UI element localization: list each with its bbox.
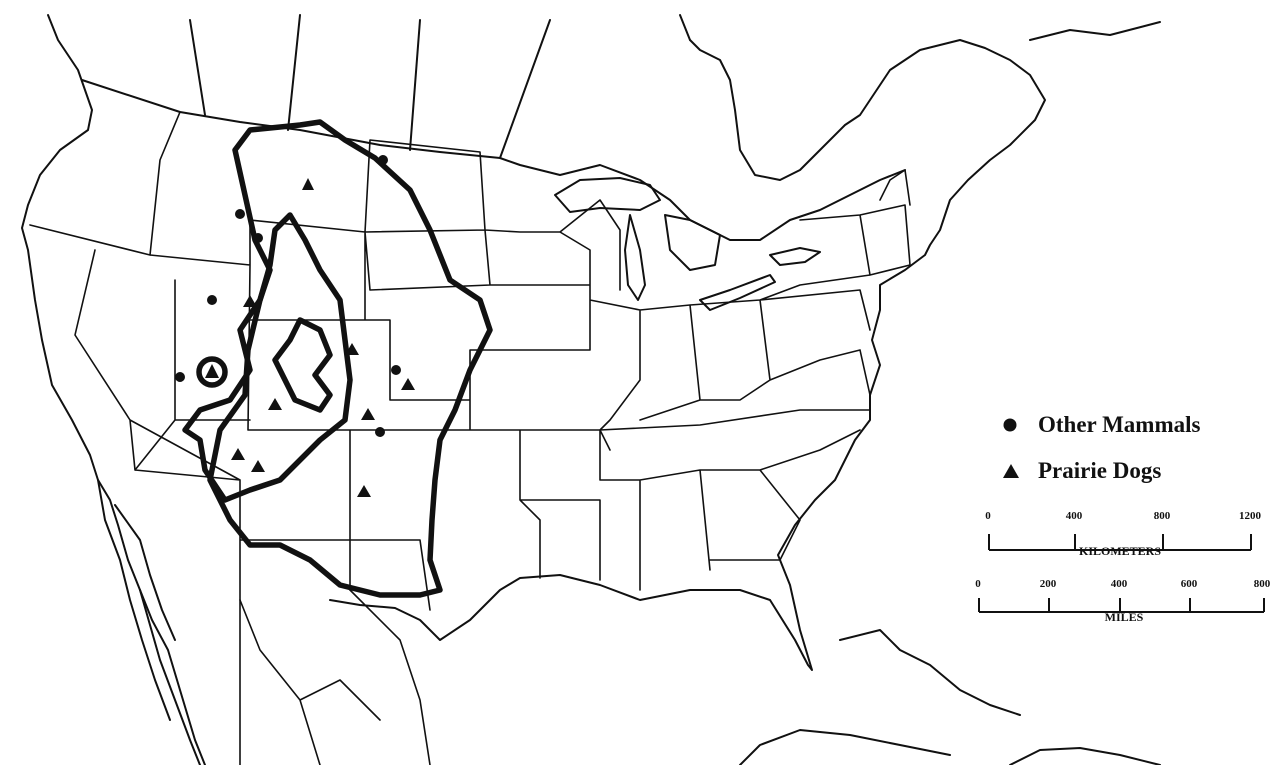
province-lines [189,14,551,159]
legend-label: Other Mammals [1038,412,1201,437]
scale-bar-miles: 0 200 400 600 800 MILES [975,578,1271,628]
scale-tick-label: 400 [1110,578,1128,590]
scale-tick-label: 600 [1180,578,1198,590]
prairie-dog-site [268,398,282,410]
other-mammal-site [235,209,245,219]
mexico-west-coast [139,589,201,765]
scale-line [978,598,1265,613]
prairie-dog-site [361,408,375,420]
scale-tick-label: 800 [1253,578,1271,590]
prairie-dog-sites [205,178,415,497]
prairie-dog-site [345,343,359,355]
scale-units-label: MILES [1104,610,1144,624]
other-mammal-site [207,295,217,305]
circle-icon [1002,417,1038,433]
prairie-dog-site [251,460,265,472]
other-mammal-site [391,365,401,375]
prairie-dog-site [243,295,257,307]
other-mammal-sites [175,155,401,437]
state-borders [29,111,911,765]
other-mammal-site [175,372,185,382]
lake-erie [699,274,776,311]
legend-item-prairie-dogs: Prairie Dogs [1002,454,1242,488]
mexico-lines [239,589,431,765]
canada-border [81,79,906,241]
caribbean-islands [739,629,1161,765]
lake-ontario [769,247,821,266]
range-outline-west [182,212,353,503]
legend-item-other-mammals: Other Mammals [1002,408,1242,442]
legend-label: Prairie Dogs [1038,458,1162,483]
scale-tick-label: 0 [985,510,991,522]
scale-line [988,534,1252,551]
triangle-icon [1002,463,1038,479]
lake-superior [554,177,661,213]
map-legend: Other Mammals Prairie Dogs [1002,408,1242,500]
scale-tick-label: 400 [1065,510,1083,522]
coastline [21,14,206,765]
lake-huron [664,214,721,271]
other-mammal-site [253,233,263,243]
scale-units-label: KILOMETERS [1078,544,1162,558]
range-isolated-loop [196,356,228,388]
scale-tick-label: 0 [975,578,981,590]
scale-tick-label: 800 [1153,510,1171,522]
range-inner-loop [272,317,333,413]
scale-tick-label: 1200 [1239,510,1261,522]
other-mammal-site [375,427,385,437]
prairie-dog-site [205,364,219,378]
lake-michigan [624,214,646,301]
prairie-dog-site [357,485,371,497]
scale-bar-kilometers: 0 400 800 1200 KILOMETERS [985,510,1261,560]
north-coast [679,14,1161,41]
prairie-dog-site [401,378,415,390]
prairie-dog-site [302,178,314,190]
other-mammal-site [378,155,388,165]
gulf-coast [329,39,1046,671]
baja-peninsula [97,479,176,721]
prairie-dog-site [231,448,245,460]
scale-tick-label: 200 [1039,578,1057,590]
